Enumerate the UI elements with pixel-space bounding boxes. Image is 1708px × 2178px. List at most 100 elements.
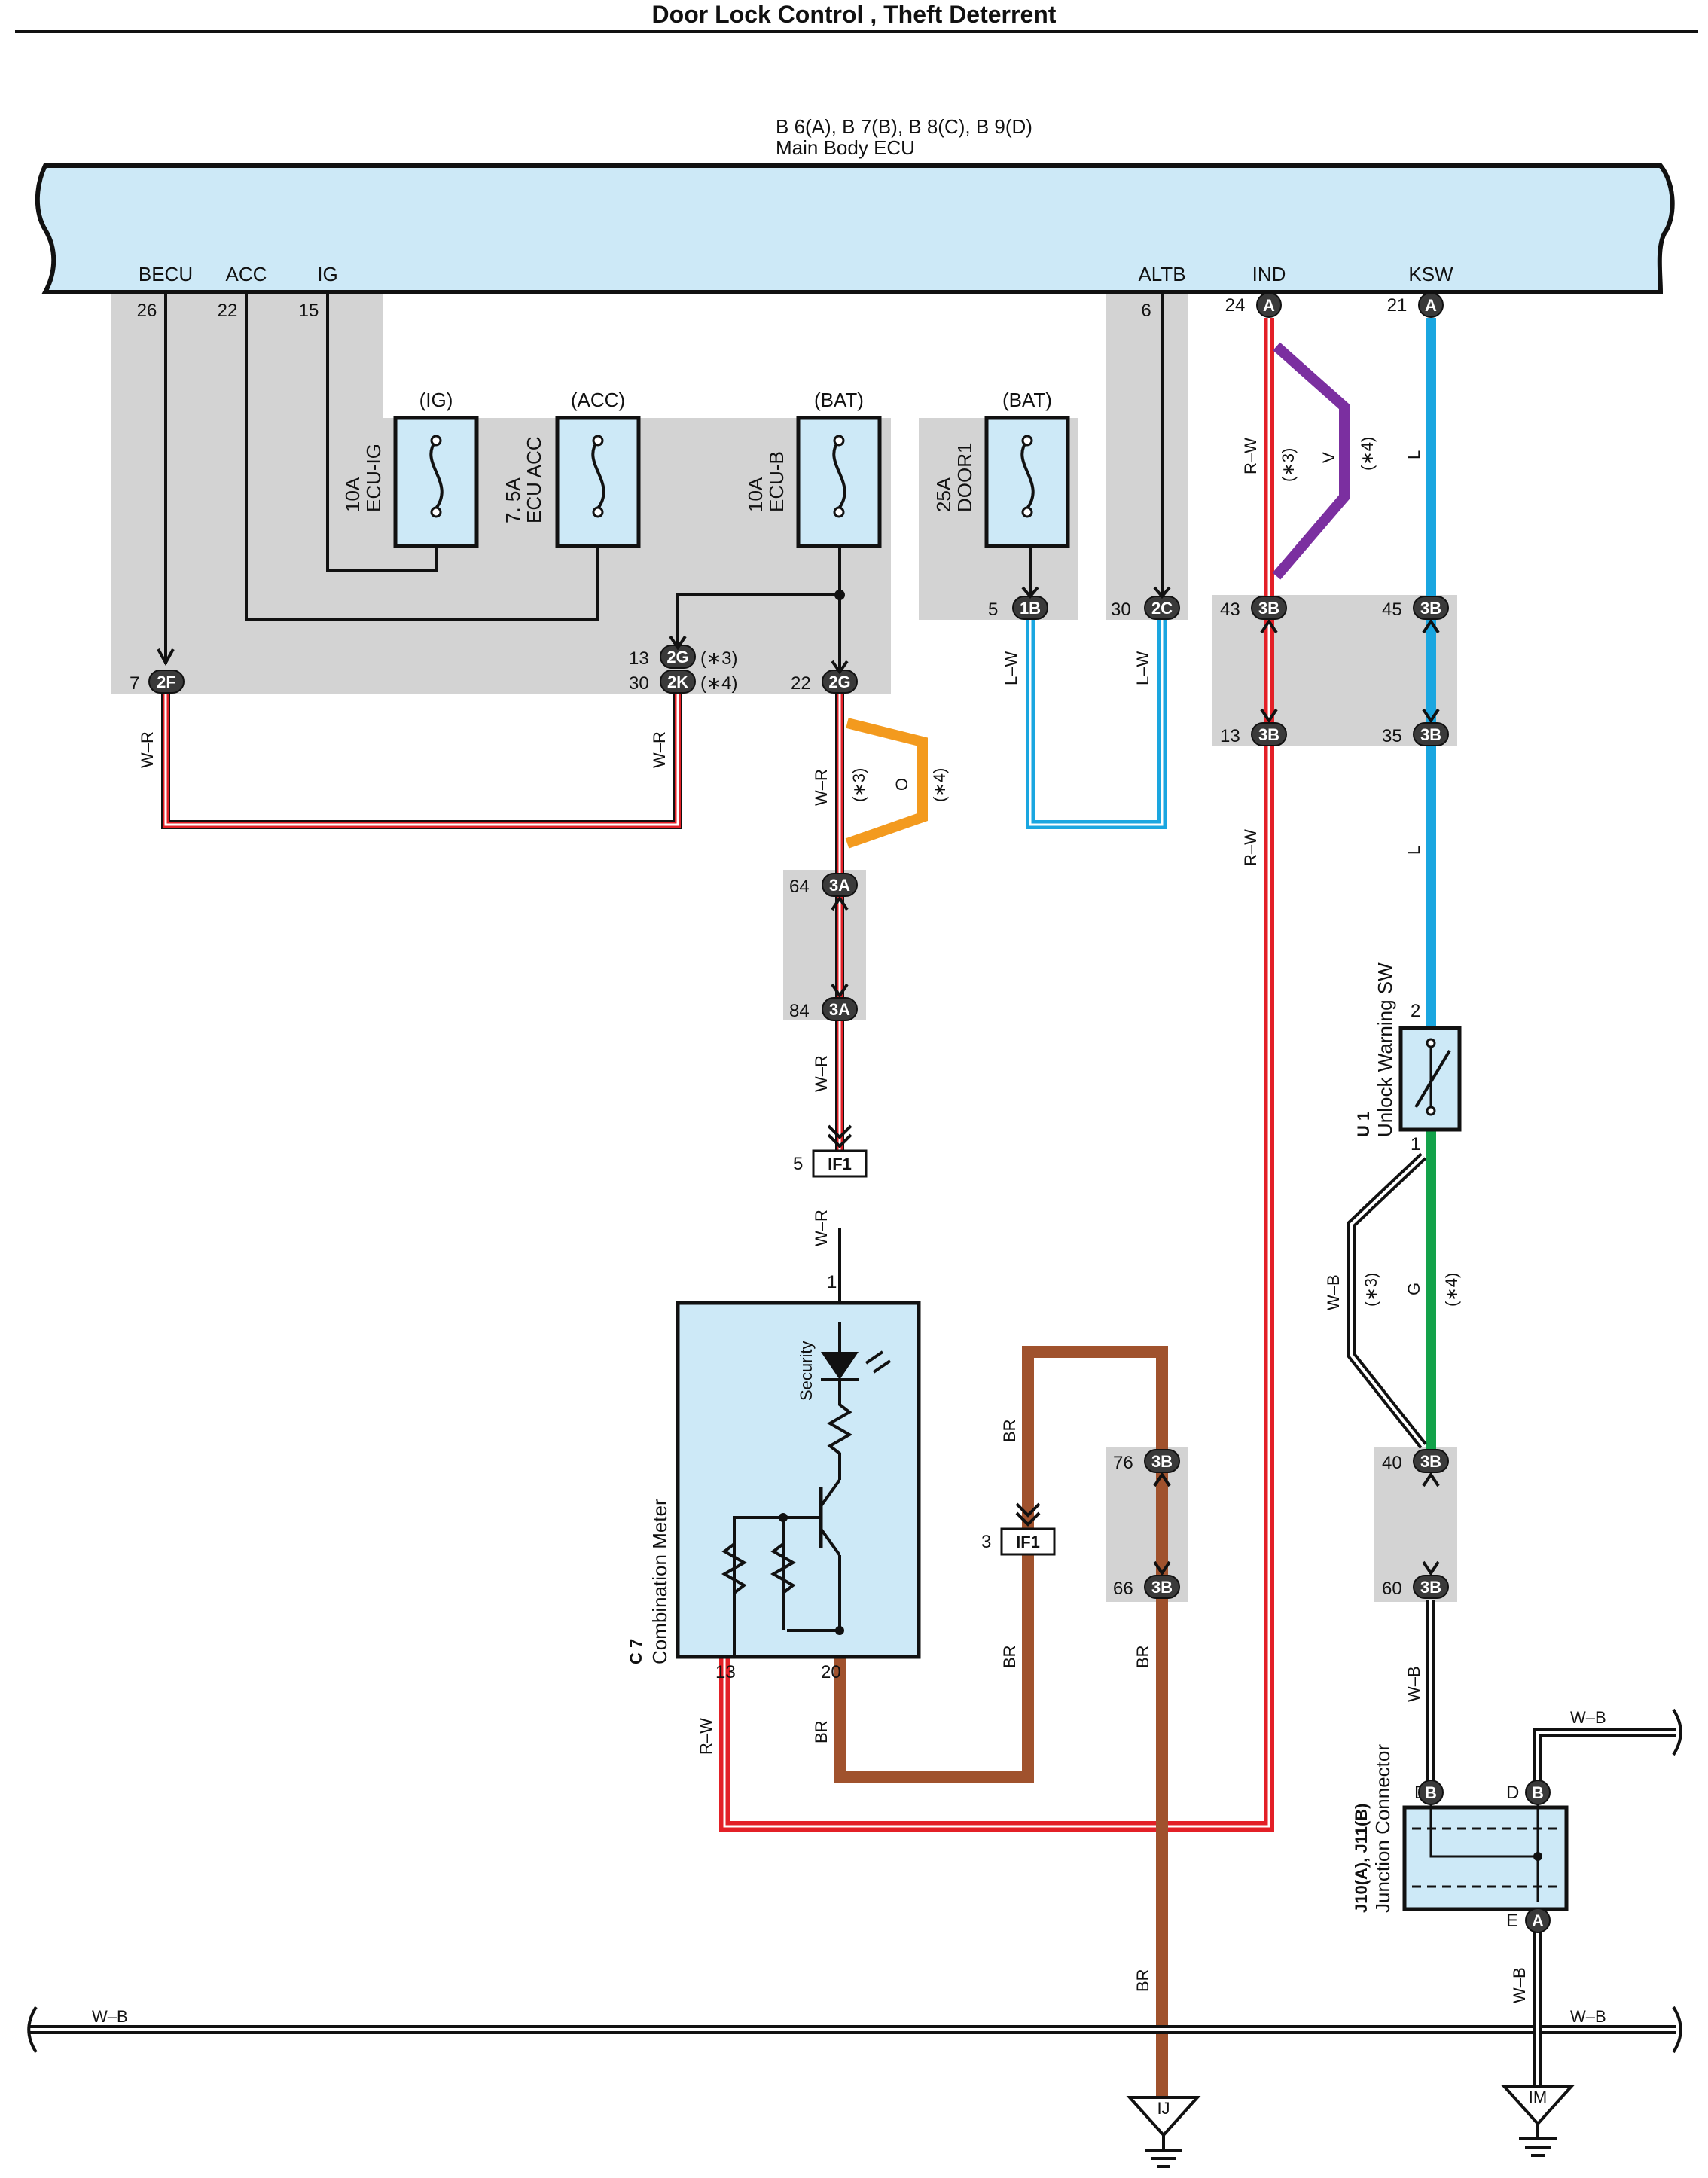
svg-text:2C: 2C — [1151, 599, 1173, 618]
wire-orange-alt — [845, 718, 928, 849]
svg-text:84: 84 — [789, 1001, 810, 1021]
svg-text:BECU: BECU — [139, 263, 193, 285]
svg-text:26: 26 — [137, 300, 157, 321]
wire-labels: W–R W–R W–R (∗3) O (∗4) W–R W–R L–W L–W … — [92, 437, 1606, 2026]
connector-3b-35: 3B 35 — [1382, 722, 1449, 746]
fuse-ecu-ig: (IG) 10A ECU-IG — [341, 389, 479, 548]
svg-text:2K: 2K — [667, 673, 688, 691]
svg-text:R–W: R–W — [1241, 438, 1260, 474]
svg-text:IF1: IF1 — [1016, 1533, 1040, 1551]
svg-text:L: L — [1405, 450, 1423, 459]
svg-text:BR: BR — [812, 1720, 831, 1743]
svg-text:W–R: W–R — [138, 731, 157, 768]
svg-text:Junction Connector: Junction Connector — [1371, 1744, 1394, 1913]
wire-w-b-alt — [1347, 1152, 1427, 1449]
svg-text:G: G — [1405, 1283, 1423, 1295]
svg-text:76: 76 — [1113, 1453, 1133, 1473]
svg-text:35: 35 — [1382, 726, 1402, 746]
svg-text:5: 5 — [793, 1154, 803, 1174]
svg-text:3: 3 — [981, 1532, 991, 1552]
svg-text:3B: 3B — [1258, 725, 1279, 744]
svg-text:W–R: W–R — [812, 1055, 831, 1092]
svg-text:3B: 3B — [1420, 599, 1441, 618]
svg-text:W–B: W–B — [92, 2007, 128, 2026]
svg-text:2: 2 — [1411, 1001, 1420, 1021]
svg-text:7: 7 — [130, 673, 139, 694]
wire-w-r-left-loop — [161, 694, 682, 829]
connector-3b-60: 3B 60 — [1382, 1575, 1449, 1599]
svg-text:13: 13 — [715, 1662, 736, 1682]
svg-text:24: 24 — [1225, 295, 1246, 316]
main-body-ecu-panel — [35, 163, 1675, 294]
svg-text:E: E — [1506, 1911, 1518, 1931]
svg-text:R–W: R–W — [697, 1718, 715, 1755]
svg-text:13: 13 — [629, 648, 649, 669]
connector-2g-22: 2G 22 — [791, 670, 858, 694]
svg-text:1: 1 — [827, 1272, 837, 1292]
wire-l-w — [1026, 619, 1167, 829]
fuse-ecu-acc: (ACC) 7. 5A ECU ACC — [502, 389, 641, 548]
svg-text:10A: 10A — [341, 477, 364, 512]
svg-text:3A: 3A — [829, 876, 850, 895]
svg-text:W–B: W–B — [1570, 2007, 1606, 2026]
svg-text:3A: 3A — [829, 1000, 850, 1019]
unlock-warning-sw: 2 1 U 1 Unlock Warning SW — [1354, 962, 1462, 1155]
svg-text:IG: IG — [317, 263, 337, 285]
svg-text:ECU ACC: ECU ACC — [523, 436, 545, 523]
svg-text:A: A — [1532, 1911, 1544, 1930]
svg-text:W–B: W–B — [1405, 1666, 1423, 1702]
svg-text:W–R: W–R — [812, 1209, 831, 1246]
svg-text:2F: 2F — [157, 673, 176, 691]
svg-text:(∗4): (∗4) — [1358, 437, 1377, 471]
svg-text:40: 40 — [1382, 1453, 1402, 1473]
svg-text:L: L — [1405, 846, 1423, 855]
svg-text:22: 22 — [218, 300, 238, 321]
svg-text:BR: BR — [1000, 1419, 1019, 1442]
svg-text:66: 66 — [1113, 1579, 1133, 1599]
svg-text:V: V — [1319, 452, 1338, 463]
svg-text:1B: 1B — [1020, 599, 1041, 618]
svg-text:25A: 25A — [932, 477, 955, 512]
svg-text:1: 1 — [1411, 1134, 1420, 1155]
svg-text:ACC: ACC — [226, 263, 267, 285]
svg-text:KSW: KSW — [1408, 263, 1453, 285]
svg-text:15: 15 — [299, 300, 319, 321]
svg-text:(BAT): (BAT) — [1002, 389, 1052, 411]
wire-r-w — [719, 318, 1274, 1832]
svg-text:R–W: R–W — [1241, 829, 1260, 866]
svg-text:(∗4): (∗4) — [1442, 1273, 1461, 1307]
svg-text:10A: 10A — [744, 477, 767, 512]
svg-text:(IG): (IG) — [419, 389, 453, 411]
svg-text:B: B — [1532, 1783, 1544, 1802]
wire-w-b-top-right — [1533, 1708, 1682, 1785]
junction-pin-a: A — [1525, 1908, 1551, 1933]
svg-text:A: A — [1425, 296, 1437, 315]
svg-text:ECU-B: ECU-B — [765, 451, 788, 512]
svg-text:IF1: IF1 — [828, 1155, 852, 1173]
svg-text:3B: 3B — [1420, 725, 1441, 744]
svg-text:W–R: W–R — [650, 731, 669, 768]
svg-text:2G: 2G — [666, 648, 688, 667]
junction-connector: J10(A), J11(B) Junction Connector D D E — [1352, 1744, 1569, 1931]
svg-text:ECU-IG: ECU-IG — [362, 444, 385, 512]
svg-text:3B: 3B — [1258, 599, 1279, 618]
svg-text:(∗3): (∗3) — [1362, 1273, 1380, 1307]
svg-text:IJ: IJ — [1157, 2099, 1170, 2118]
svg-text:B: B — [1425, 1783, 1437, 1802]
svg-text:3B: 3B — [1151, 1452, 1173, 1471]
svg-text:64: 64 — [789, 877, 810, 897]
svg-text:30: 30 — [629, 673, 649, 694]
combination-meter: Security 1 13 20 C 7 Combination Meter — [627, 1272, 921, 1682]
svg-text:IND: IND — [1252, 263, 1286, 285]
svg-text:21: 21 — [1387, 295, 1408, 316]
svg-text:BR: BR — [1133, 1645, 1152, 1668]
ground-bus — [27, 2006, 1682, 2054]
svg-text:5: 5 — [988, 599, 998, 620]
ecu-connector-a-ind: A — [1256, 292, 1282, 318]
ground-im: IM — [1500, 2085, 1575, 2157]
direction-arrows — [157, 586, 1440, 1576]
junction-dot — [834, 590, 845, 600]
connector-3b-45: 3B 45 — [1382, 596, 1449, 620]
svg-text:Security: Security — [797, 1341, 816, 1401]
